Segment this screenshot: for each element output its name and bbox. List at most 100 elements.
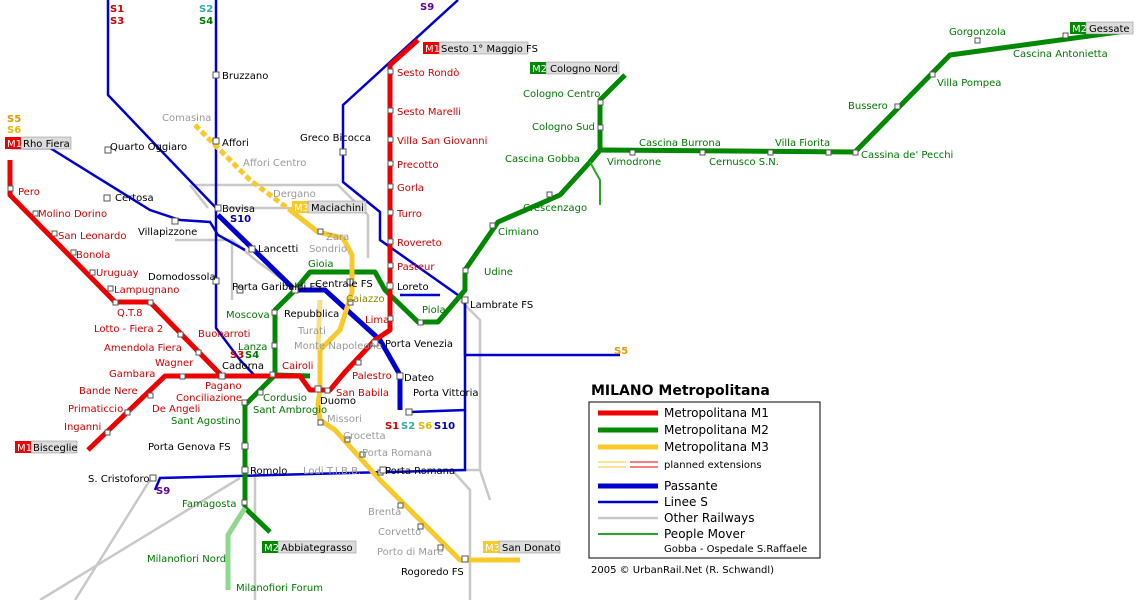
station-label: Crocetta — [343, 431, 386, 442]
s5-tag-right: S5 — [614, 346, 628, 357]
s4-tag-cadorna: S4 — [245, 350, 259, 361]
legend-note: Gobba - Ospedale S.Raffaele — [664, 544, 807, 555]
station-label: Cologno Sud — [532, 122, 595, 133]
station-label: Bonola — [76, 250, 110, 261]
station-label: Cassina de' Pecchi — [861, 150, 953, 161]
legend-swatch-planned — [598, 461, 658, 468]
station-label: Gorla — [397, 183, 424, 194]
terminal-rho-fiera: M1 Rho Fiera — [5, 136, 72, 150]
station-label: Famagosta — [182, 499, 237, 510]
station-label: Rovereto — [397, 238, 442, 249]
station-label: Lancetti — [258, 244, 298, 255]
station-label: Cascina Gobba — [505, 154, 580, 165]
station-label: Porta Vittoria — [413, 388, 479, 399]
station-label: Porta Genova FS — [148, 442, 231, 453]
terminal-name: Bisceglie — [33, 443, 78, 454]
station-label: Turro — [396, 209, 422, 220]
station-label: Romolo — [250, 466, 287, 477]
station-label: Bussero — [848, 101, 888, 112]
m1-station-labels: Sesto Rondò Sesto Marelli Villa San Giov… — [18, 67, 487, 433]
station-label: Caiazzo — [346, 294, 385, 305]
terminal-san-donato: M3 San Donato — [483, 540, 560, 554]
station-label: Bovisa — [222, 204, 255, 215]
terminal-name: San Donato — [502, 543, 560, 554]
station-label: Lima — [365, 315, 389, 326]
s6-tag-dateo: S6 — [418, 421, 432, 432]
station-label: Lanza — [238, 342, 267, 353]
station-label: Cologno Centro — [523, 89, 600, 100]
s9-tag-top: S9 — [420, 2, 434, 13]
station-label: Bruzzano — [222, 71, 268, 82]
legend-label: Metropolitana M3 — [664, 440, 769, 454]
station-label: Precotto — [397, 160, 438, 171]
terminal-line-tag: M1 — [7, 139, 22, 150]
station-label: Milanofiori Forum — [236, 583, 323, 594]
station-label: Dergano — [273, 189, 316, 200]
terminal-sesto: M1 Sesto 1° Maggio FS — [423, 41, 538, 55]
station-label: Piola — [422, 305, 446, 316]
station-label: Molino Dorino — [38, 209, 107, 220]
terminal-name: Sesto 1° Maggio FS — [441, 44, 538, 55]
station-label: Cimiano — [498, 227, 539, 238]
legend-label: Metropolitana M2 — [664, 423, 769, 437]
station-label: Primaticcio — [68, 404, 123, 415]
station-label: Sant Agostino — [171, 416, 241, 427]
terminal-name: Maciachini — [311, 203, 364, 214]
station-label: Buonarroti — [198, 329, 250, 340]
s3-tag-top: S3 — [110, 16, 124, 27]
s2-tag-dateo: S2 — [401, 421, 415, 432]
station-label: Pero — [18, 187, 40, 198]
station-label: Palestro — [352, 371, 392, 382]
station-label: Affori Centro — [243, 158, 306, 169]
station-label: Sondrio — [309, 244, 347, 255]
terminal-bisceglie: M1 Bisceglie — [15, 440, 78, 454]
s5-tag-left: S5 — [7, 114, 21, 125]
station-label: Villapizzone — [138, 227, 197, 238]
people-mover-line — [589, 161, 601, 205]
m3-station-labels: Zara Sondrio Caiazzo Missori Crocetta Po… — [162, 113, 443, 558]
terminal-line-tag: M1 — [17, 443, 32, 454]
station-label: Lambrate FS — [470, 300, 533, 311]
station-label: Uruguay — [96, 268, 139, 279]
s2-tag-top: S2 — [199, 4, 213, 15]
terminal-line-tag: M2 — [1072, 24, 1087, 35]
station-label: Porta Romana — [362, 448, 432, 459]
station-label: San Leonardo — [58, 231, 127, 242]
station-label: Duomo — [320, 396, 356, 407]
station-label: Conciliazione — [176, 393, 242, 404]
terminal-name: Abbiategrasso — [281, 543, 353, 554]
station-label: Rogoredo FS — [401, 567, 464, 578]
terminal-line-tag: M1 — [425, 44, 440, 55]
station-label: Udine — [484, 267, 513, 278]
station-label: Cadorna — [222, 361, 264, 372]
m3-planned-extension — [193, 123, 292, 212]
station-label: Pasteur — [397, 262, 435, 273]
legend-label: Other Railways — [664, 511, 755, 525]
terminal-abbiategrasso: M2 Abbiategrasso — [262, 540, 357, 554]
terminal-name: Cologno Nord — [550, 64, 618, 75]
station-label: Bande Nere — [79, 386, 138, 397]
station-label: Porta Garibaldi FS — [232, 282, 321, 293]
station-label: Porta Venezia — [385, 339, 453, 350]
legend-label: Linee S — [664, 495, 708, 509]
passante-line — [216, 213, 403, 410]
s6-tag-left: S6 — [7, 125, 21, 136]
station-label: Cernusco S.N. — [709, 157, 779, 168]
station-label: Missori — [327, 414, 362, 425]
station-label: Quarto Oggiaro — [110, 142, 187, 153]
station-label: Villa San Giovanni — [397, 136, 487, 147]
station-label: Corvetto — [378, 527, 421, 538]
terminal-line-tag: M3 — [294, 203, 309, 214]
s10-tag-bovisa: S10 — [230, 214, 251, 225]
s10-tag-dateo: S10 — [434, 421, 455, 432]
station-label: Gambara — [109, 369, 155, 380]
station-label: Dateo — [404, 373, 434, 384]
station-label: Turati — [297, 326, 326, 337]
m3-line — [288, 208, 520, 563]
terminal-maciachini: M3 Maciachini — [292, 200, 367, 214]
s1-tag-dateo: S1 — [385, 421, 399, 432]
station-label: Cairoli — [282, 361, 313, 372]
station-label: Sesto Marelli — [397, 107, 461, 118]
other-railways — [39, 183, 492, 600]
